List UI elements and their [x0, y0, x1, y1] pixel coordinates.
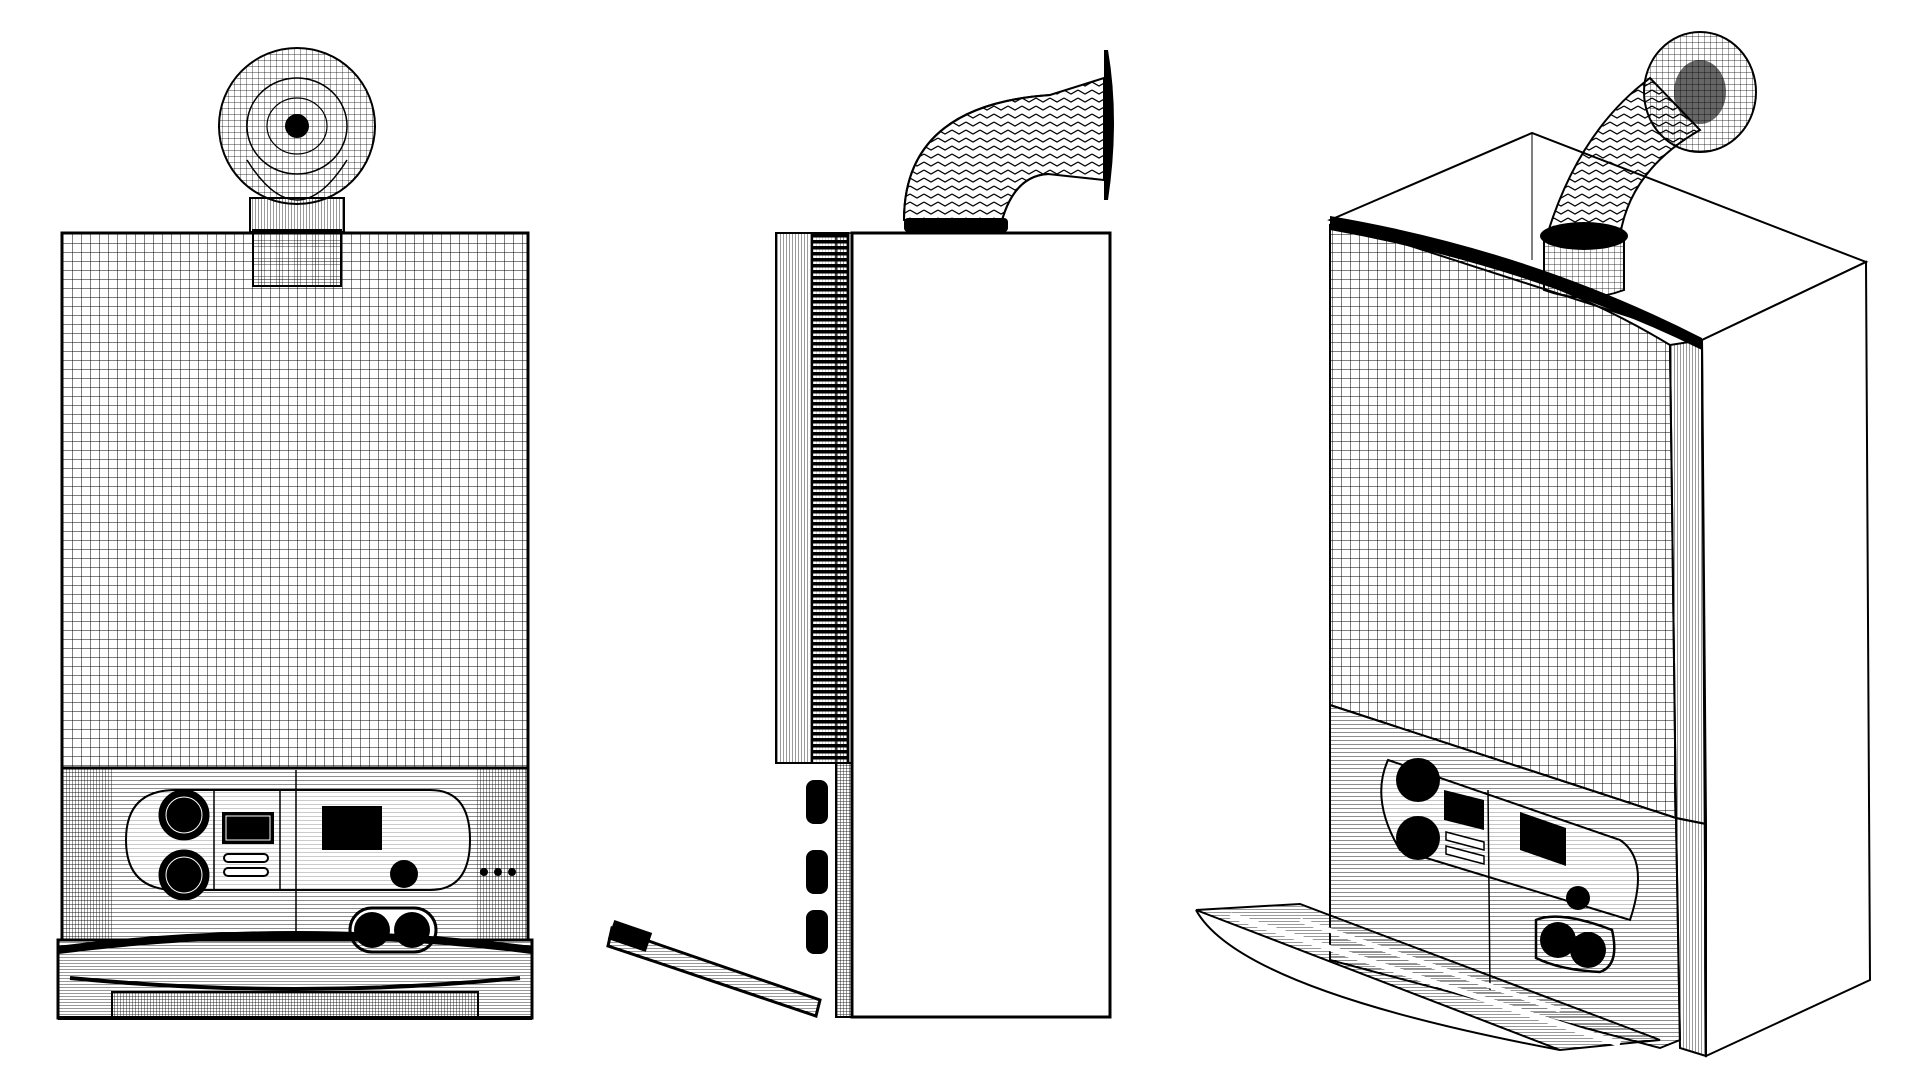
iso-dial-icon	[1540, 922, 1576, 958]
iso-dial-icon	[1396, 758, 1440, 802]
side-control-knobs	[806, 780, 828, 954]
iso-lcd-display-icon	[1444, 790, 1484, 830]
side-casing-panel	[850, 231, 1112, 1019]
isometric-view	[1195, 31, 1872, 1058]
iso-pulldown-flap	[1195, 902, 1661, 1052]
iso-flue-elbow-icon	[1540, 31, 1757, 299]
front-dial-icon	[158, 849, 210, 901]
front-control-panel	[60, 766, 530, 954]
front-dial-icon	[158, 789, 210, 841]
iso-dial-icon	[1396, 816, 1440, 860]
front-lcd-display-icon	[222, 812, 274, 844]
front-casing-panel	[60, 231, 530, 770]
iso-lcd-display-icon	[1520, 812, 1566, 866]
side-pulldown-flap	[606, 920, 822, 1018]
iso-casing-panel	[1329, 216, 1708, 826]
front-bottom-trim	[56, 931, 534, 1020]
iso-dial-icon	[1570, 932, 1606, 968]
front-lcd-display-icon	[322, 806, 382, 850]
front-view	[56, 47, 534, 1020]
side-view	[606, 50, 1114, 1019]
